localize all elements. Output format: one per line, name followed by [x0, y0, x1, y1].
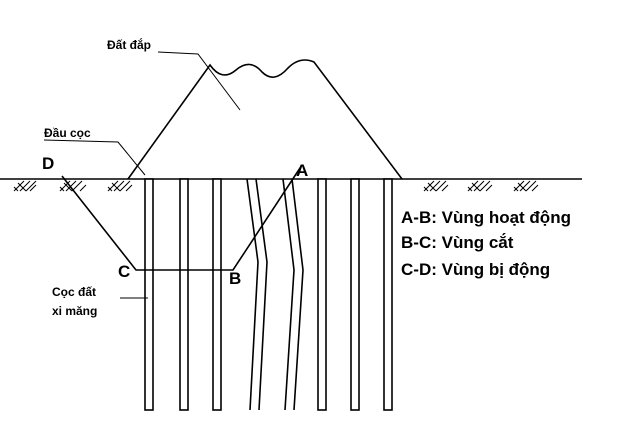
- pile: [212, 178, 222, 411]
- pile: [383, 178, 393, 411]
- pile: [317, 178, 327, 411]
- pile-label-line1: Cọc đất: [52, 285, 96, 299]
- pile: [350, 178, 360, 411]
- pile-head-label: Đầu cọc: [44, 126, 91, 140]
- legend-active-zone: A-B: Vùng hoạt động: [401, 208, 571, 227]
- failure-surface: [61, 164, 303, 271]
- ground-hatch-right: [423, 180, 539, 192]
- fill-label: Đất đắp: [107, 37, 151, 52]
- point-c-label: C: [118, 262, 130, 281]
- leader-pile-head: [43, 139, 146, 176]
- pile-bent: [282, 178, 304, 411]
- pile-bent: [246, 178, 268, 411]
- piles: [144, 178, 393, 411]
- pile-label-line2: xi măng: [52, 304, 97, 318]
- pile: [144, 178, 154, 411]
- legend-passive-zone: C-D: Vùng bị động: [401, 260, 550, 279]
- ground-hatch-left: [13, 180, 133, 192]
- point-d-label: D: [42, 154, 54, 173]
- point-a-label: A: [296, 161, 308, 180]
- embankment-outline: [127, 59, 403, 180]
- leader-fill: [157, 51, 241, 111]
- legend-shear-zone: B-C: Vùng cắt: [401, 233, 514, 252]
- point-b-label: B: [229, 269, 241, 288]
- pile: [179, 178, 189, 411]
